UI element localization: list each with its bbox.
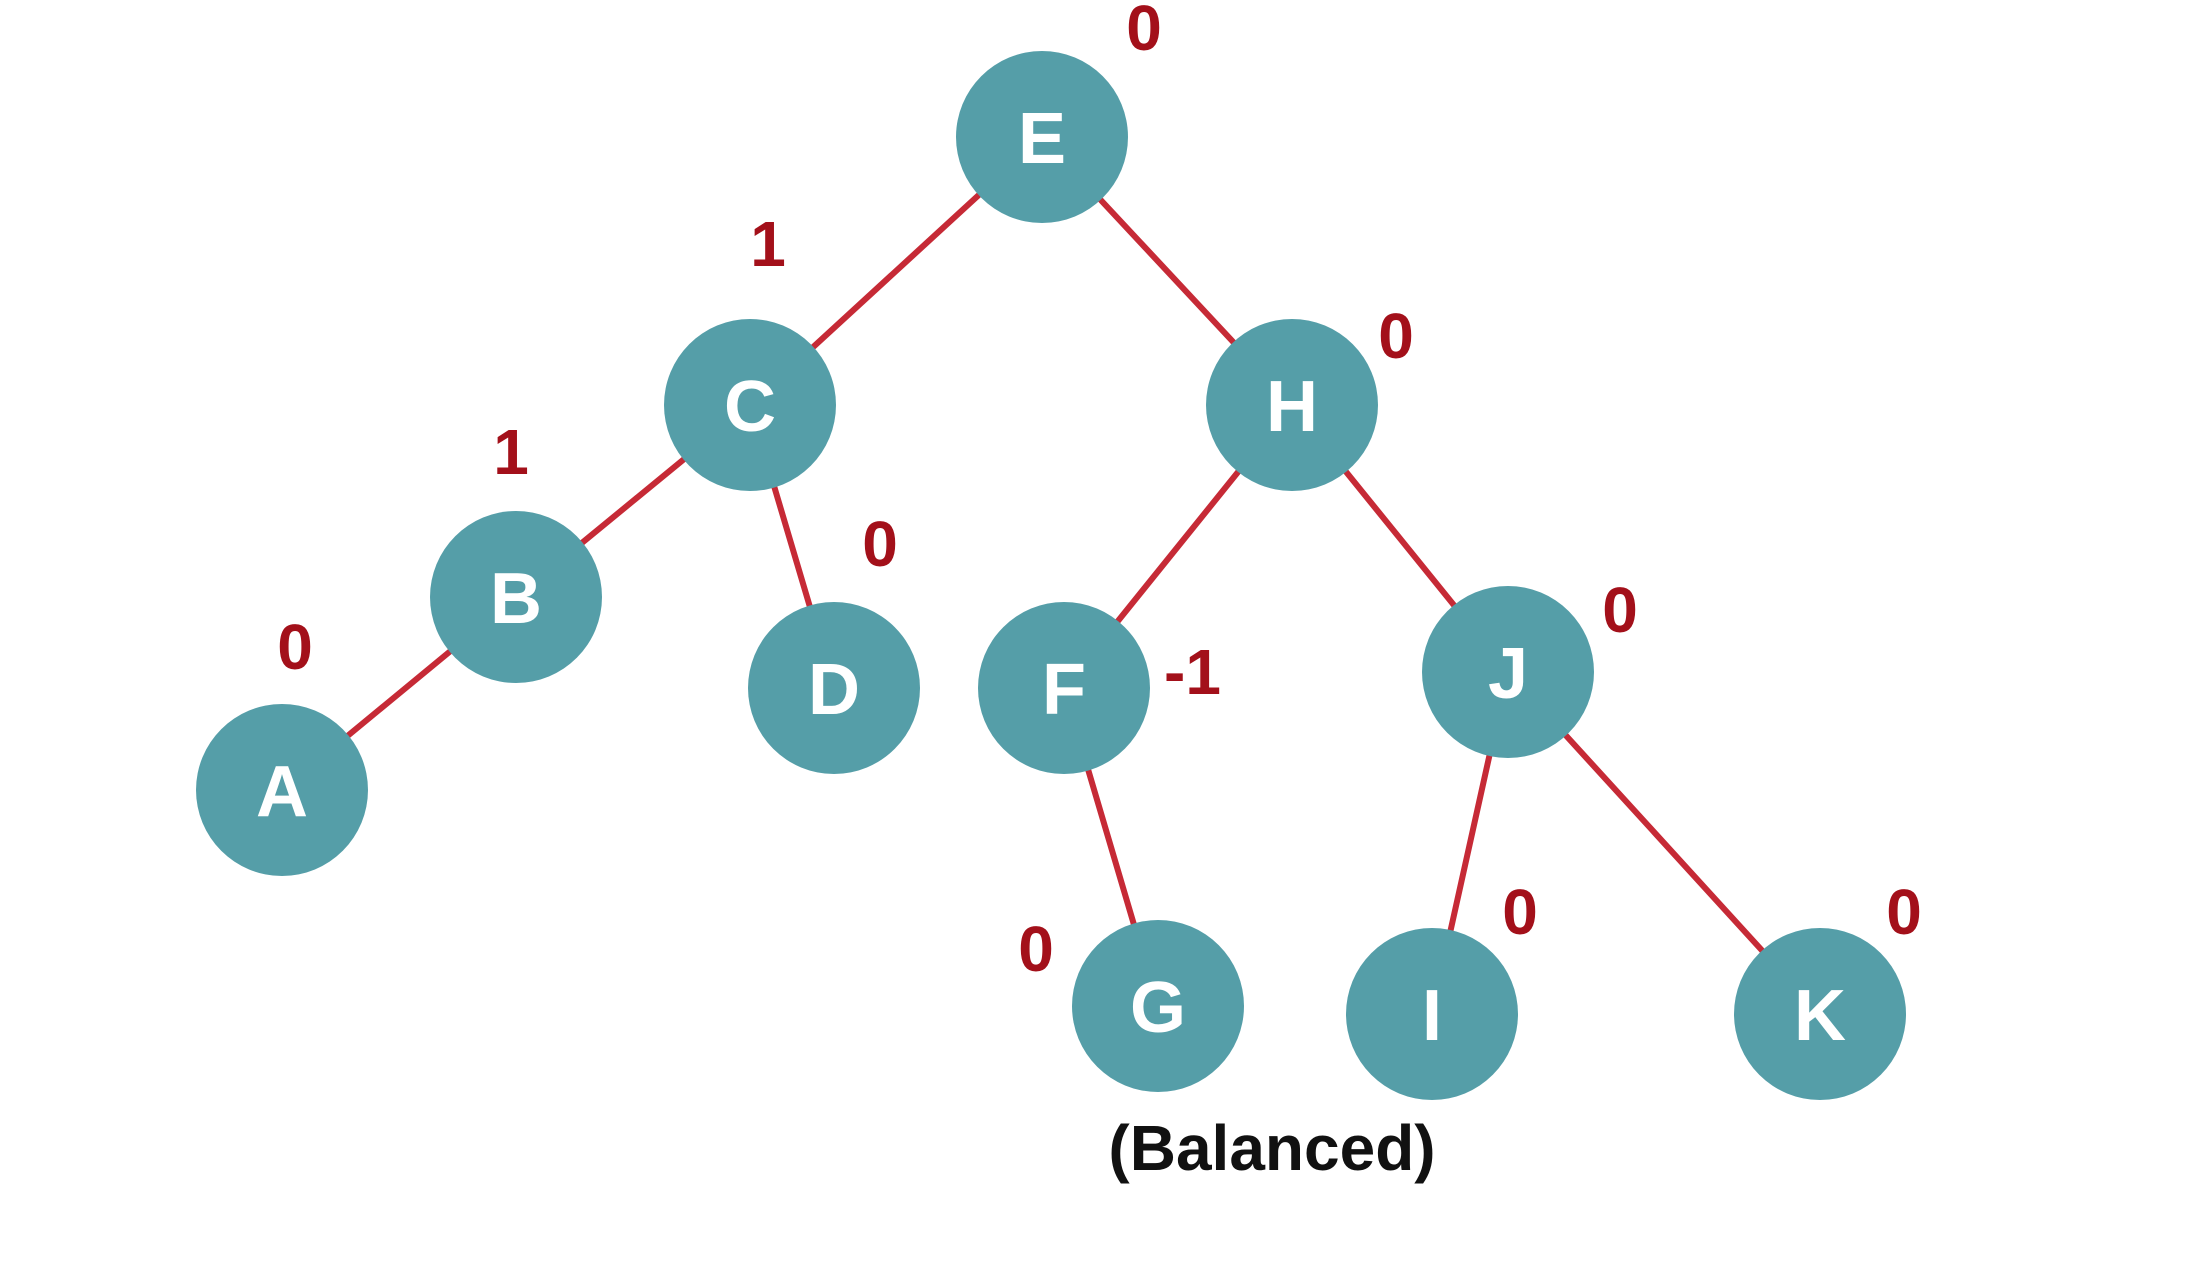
balance-factors: 0 1 0 1 0 -1 0 0 0 0 0	[277, 0, 1922, 985]
node-circle	[1422, 586, 1594, 758]
node-d: D	[748, 602, 920, 774]
balance-factor-k: 0	[1886, 876, 1922, 948]
node-circle	[1206, 319, 1378, 491]
balance-factor-b: 1	[493, 416, 529, 488]
node-circle	[956, 51, 1128, 223]
node-label: E	[1018, 99, 1066, 179]
balance-factor-a: 0	[277, 611, 313, 683]
node-e: E	[956, 51, 1128, 223]
node-circle	[1072, 920, 1244, 1092]
node-label: I	[1422, 976, 1442, 1056]
balance-factor-i: 0	[1502, 876, 1538, 948]
balance-factor-c: 1	[750, 208, 786, 280]
balance-factor-h: 0	[1378, 300, 1414, 372]
node-circle	[664, 319, 836, 491]
node-circle	[1734, 928, 1906, 1100]
node-circle	[748, 602, 920, 774]
diagram-caption: (Balanced)	[1108, 1112, 1435, 1184]
balance-factor-d: 0	[862, 508, 898, 580]
node-k: K	[1734, 928, 1906, 1100]
balance-factor-j: 0	[1602, 574, 1638, 646]
node-g: G	[1072, 920, 1244, 1092]
node-label: D	[808, 650, 860, 730]
node-f: F	[978, 602, 1150, 774]
node-circle	[1346, 928, 1518, 1100]
node-b: B	[430, 511, 602, 683]
node-label: H	[1266, 367, 1318, 447]
node-circle	[430, 511, 602, 683]
balance-factor-g: 0	[1018, 913, 1054, 985]
node-j: J	[1422, 586, 1594, 758]
node-h: H	[1206, 319, 1378, 491]
node-label: A	[256, 752, 308, 832]
balance-factor-f: -1	[1164, 636, 1221, 708]
node-label: C	[724, 367, 776, 447]
node-a: A	[196, 704, 368, 876]
node-label: G	[1130, 968, 1186, 1048]
node-i: I	[1346, 928, 1518, 1100]
node-label: F	[1042, 650, 1086, 730]
node-label: B	[490, 559, 542, 639]
tree-nodes: E C H B D F J A G I K	[196, 51, 1906, 1100]
node-circle	[978, 602, 1150, 774]
node-label: J	[1488, 634, 1528, 714]
node-c: C	[664, 319, 836, 491]
balance-factor-e: 0	[1126, 0, 1162, 64]
node-circle	[196, 704, 368, 876]
node-label: K	[1794, 976, 1846, 1056]
